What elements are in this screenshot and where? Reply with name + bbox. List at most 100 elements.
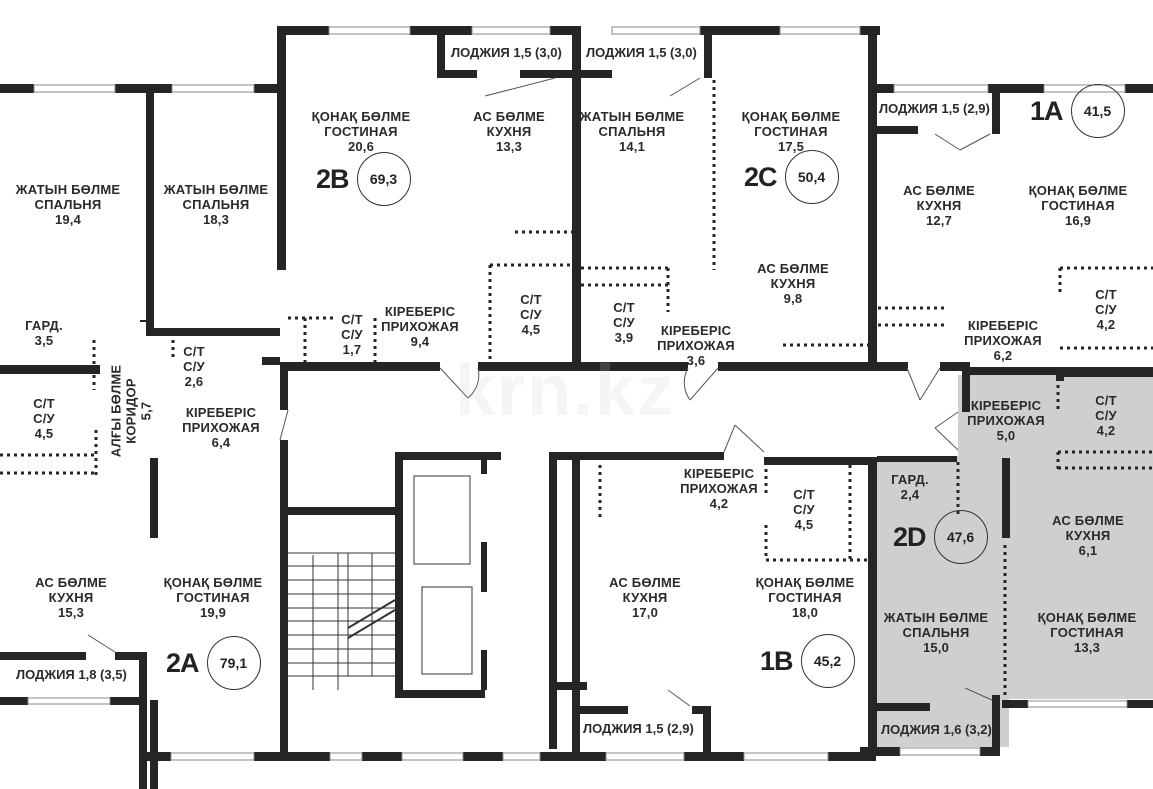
room-name-kk: ГАРД.	[891, 472, 929, 487]
room-area: 4,5	[521, 322, 541, 337]
room-name-kk: С/Т	[1095, 287, 1117, 302]
apartment-total-area: 47,6	[933, 510, 988, 564]
room-name-ru: ГОСТИНАЯ	[1050, 625, 1124, 640]
room-label: ГАРД.2,4	[891, 472, 929, 502]
room-name-kk: ЖАТЫН БӨЛМЕ	[15, 182, 121, 197]
room-name-ru: С/У	[1095, 408, 1117, 423]
room-name-kk: АС БӨЛМЕ	[35, 575, 107, 590]
room-area: 4,2	[1096, 423, 1116, 438]
staircase	[288, 552, 396, 690]
room-name-kk: ҚОНАҚ БӨЛМЕ	[1028, 183, 1128, 198]
room-name-kk: АС БӨЛМЕ	[1052, 513, 1124, 528]
loggia-label: ЛОДЖИЯ 1,5 (2,9)	[879, 101, 990, 116]
room-name-kk: КІРЕБЕРІС	[967, 318, 1039, 333]
apartment-code: 1A	[1030, 95, 1064, 126]
room-name-ru: ГОСТИНАЯ	[754, 124, 828, 139]
room-name-ru: С/У	[33, 411, 55, 426]
room-name-ru: КУХНЯ	[486, 124, 532, 139]
room-name-ru: ПРИХОЖАЯ	[967, 413, 1045, 428]
room-name-kk: ҚОНАҚ БӨЛМЕ	[1037, 610, 1137, 625]
room-name-ru: СПАЛЬНЯ	[902, 625, 970, 640]
loggia-label: ЛОДЖИЯ 1,6 (3,2)	[881, 722, 992, 737]
room-name-ru: С/У	[520, 307, 542, 322]
room-area: 4,5	[794, 517, 814, 532]
room-name-ru: ГОСТИНАЯ	[1041, 198, 1115, 213]
apartment-total-area: 41,5	[1070, 84, 1125, 138]
room-name-ru: ГОСТИНАЯ	[324, 124, 398, 139]
apartment-total-area: 50,4	[784, 150, 839, 204]
room-name-ru: ПРИХОЖАЯ	[381, 319, 459, 334]
room-name-ru: С/У	[613, 315, 635, 330]
doors	[87, 77, 993, 707]
room-name-ru: ПРИХОЖАЯ	[680, 481, 758, 496]
apartment-code: 2D	[893, 521, 927, 552]
room-name-ru: ГОСТИНАЯ	[768, 590, 842, 605]
room-area: 17,0	[631, 605, 659, 620]
room-name-kk: ЖАТЫН БӨЛМЕ	[579, 109, 685, 124]
room-area: 2,6	[184, 374, 204, 389]
room-area: 4,5	[34, 426, 54, 441]
room-name-ru: СПАЛЬНЯ	[34, 197, 102, 212]
room-area: 20,6	[347, 139, 375, 154]
room-area: 19,9	[199, 605, 227, 620]
room-name-ru: КУХНЯ	[1065, 528, 1111, 543]
room-area: 18,3	[202, 212, 230, 227]
apartment-code: 1B	[760, 645, 794, 676]
room-name-ru: КУХНЯ	[622, 590, 668, 605]
room-area: 6,2	[993, 348, 1013, 363]
room-name-kk: КІРЕБЕРІС	[185, 405, 257, 420]
room-name-ru: КОРИДОР	[123, 378, 139, 444]
room-area: 19,4	[54, 212, 82, 227]
room-name-ru: СПАЛЬНЯ	[598, 124, 666, 139]
room-name-ru: ПРИХОЖАЯ	[964, 333, 1042, 348]
loggia-label: ЛОДЖИЯ 1,5 (3,0)	[451, 45, 562, 60]
room-name-ru: ПРИХОЖАЯ	[657, 338, 735, 353]
room-area: 4,2	[709, 496, 729, 511]
room-area: 12,7	[925, 213, 953, 228]
room-area: 15,0	[922, 640, 950, 655]
room-name-kk: С/Т	[793, 487, 815, 502]
room-name-kk: КІРЕБЕРІС	[683, 466, 755, 481]
room-area: 3,6	[686, 353, 706, 368]
room-area: 9,8	[783, 291, 803, 306]
room-name-kk: ҚОНАҚ БӨЛМЕ	[755, 575, 855, 590]
room-area: 15,3	[57, 605, 85, 620]
dotted-partitions	[0, 80, 1153, 695]
room-name-ru: КУХНЯ	[770, 276, 816, 291]
room-area: 3,5	[34, 333, 54, 348]
room-area: 17,5	[777, 139, 805, 154]
room-name-ru: С/У	[183, 359, 205, 374]
room-name-kk: С/Т	[33, 396, 55, 411]
room-name-kk: С/Т	[183, 344, 205, 359]
room-name-ru: ГОСТИНАЯ	[176, 590, 250, 605]
room-name-kk: АС БӨЛМЕ	[609, 575, 681, 590]
room-name-kk: ҚОНАҚ БӨЛМЕ	[163, 575, 263, 590]
apartment-code: 2A	[166, 647, 200, 678]
room-name-ru: С/У	[793, 502, 815, 517]
room-name-ru: ПРИХОЖАЯ	[182, 420, 260, 435]
room-area: 1,7	[342, 342, 362, 357]
apartment-code: 2B	[316, 163, 350, 194]
loggia-label: ЛОДЖИЯ 1,5 (2,9)	[583, 721, 694, 736]
room-area: 5,0	[996, 428, 1016, 443]
room-area: 16,9	[1064, 213, 1092, 228]
apartment-total-area: 69,3	[356, 152, 411, 206]
room-name-ru: СПАЛЬНЯ	[182, 197, 250, 212]
